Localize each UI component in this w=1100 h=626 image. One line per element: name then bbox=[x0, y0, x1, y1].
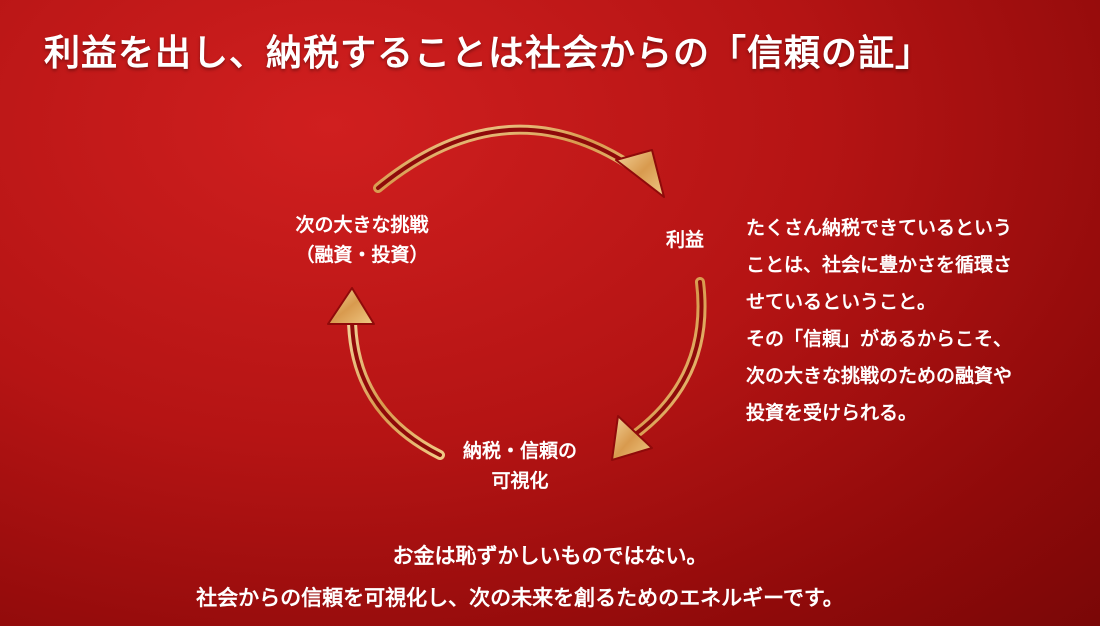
cycle-node-profit: 利益 bbox=[655, 225, 715, 255]
challenge-line-2: （融資・投資） bbox=[295, 244, 429, 266]
tax-line-1: 納税・信頼の bbox=[462, 440, 577, 462]
description-line: ことは、社会に豊かさを循環さ bbox=[746, 254, 1013, 276]
arrow-to-profit bbox=[373, 124, 665, 198]
description-text: たくさん納税できているという ことは、社会に豊かさを循環さ せているということ。… bbox=[746, 210, 1086, 432]
arrow-to-challenge bbox=[327, 287, 445, 460]
footer-line-1: お金は恥ずかしいものではない。 bbox=[392, 544, 708, 568]
page-title: 利益を出し、納税することは社会からの「信頼の証」 bbox=[44, 32, 933, 74]
description-line: その「信頼」があるからこそ、 bbox=[746, 328, 1013, 350]
description-line: 次の大きな挑戦のための融資や bbox=[746, 365, 1013, 387]
profit-label: 利益 bbox=[665, 229, 704, 251]
cycle-node-challenge: 次の大きな挑戦 （融資・投資） bbox=[262, 210, 462, 270]
tax-line-2: 可視化 bbox=[491, 470, 549, 492]
challenge-line-1: 次の大きな挑戦 bbox=[295, 214, 429, 236]
arrow-to-tax bbox=[611, 277, 707, 461]
cycle-node-tax: 納税・信頼の 可視化 bbox=[420, 436, 620, 496]
description-line: 投資を受けられる。 bbox=[746, 402, 918, 424]
footer-line-2: 社会からの信頼を可視化し、次の未来を創るためのエネルギーです。 bbox=[196, 586, 844, 610]
description-line: たくさん納税できているという bbox=[746, 217, 1013, 239]
footer-message: お金は恥ずかしいものではない。 社会からの信頼を可視化し、次の未来を創るためのエ… bbox=[0, 535, 1100, 619]
description-line: せているということ。 bbox=[746, 291, 937, 313]
